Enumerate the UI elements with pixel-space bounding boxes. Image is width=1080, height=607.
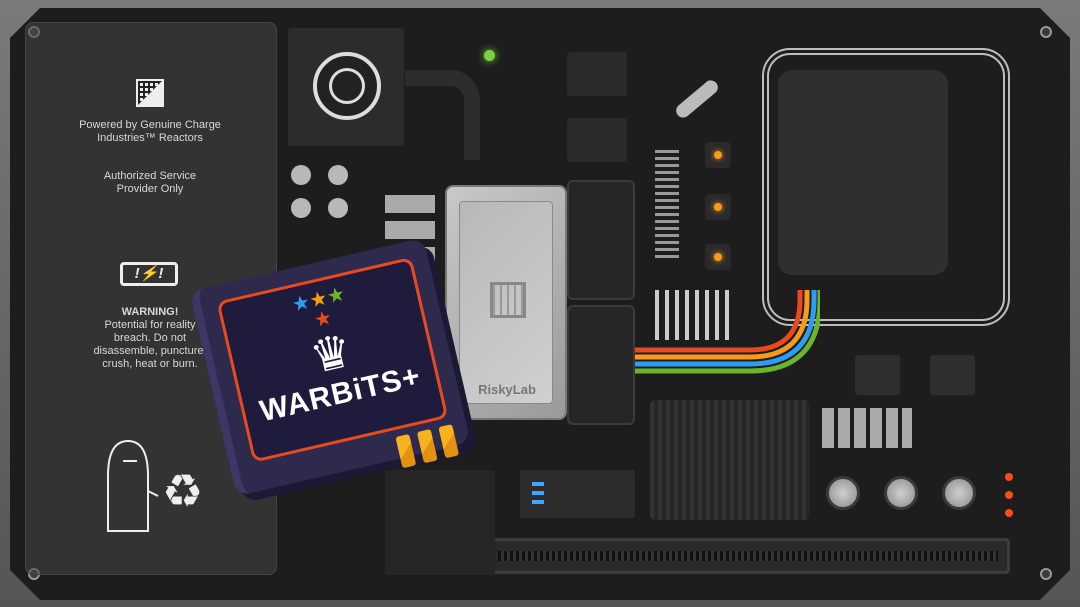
wire: [635, 290, 810, 360]
pad: [328, 198, 348, 218]
battery-warning-icon: !⚡!: [120, 262, 178, 286]
trace-area: [778, 70, 948, 275]
pad: [328, 165, 348, 185]
slot-pins: [498, 551, 998, 561]
chip-grid: [650, 400, 810, 520]
processor-chip: RiskyLab: [445, 185, 567, 420]
warning-title: WARNING!: [121, 306, 179, 318]
orange-led: [714, 151, 722, 159]
memory-module: [567, 180, 635, 300]
knob[interactable]: [884, 476, 918, 510]
pin-header: [655, 150, 679, 260]
screw-icon: [1040, 568, 1052, 580]
orange-led: [714, 253, 722, 261]
screw-icon: [1040, 26, 1052, 38]
red-led: [1005, 491, 1013, 499]
knob[interactable]: [826, 476, 860, 510]
pad: [291, 198, 311, 218]
led-housing: [705, 142, 731, 168]
memory-module: [567, 305, 635, 425]
orange-led: [714, 203, 722, 211]
led-housing: [705, 194, 731, 220]
red-led: [1005, 509, 1013, 517]
pin-header: [655, 290, 735, 340]
red-led: [1005, 473, 1013, 481]
blue-led: [532, 482, 544, 508]
rainbow-wires: [635, 290, 820, 374]
led-housing: [705, 244, 731, 270]
chip-face: RiskyLab: [459, 201, 553, 404]
recycle-icon: ♻: [162, 465, 204, 517]
component: [567, 52, 627, 96]
green-led: [484, 50, 495, 61]
wire: [635, 290, 817, 367]
riskylab-logo-icon: [490, 282, 526, 318]
button: [930, 355, 975, 395]
cartridge-label: ★★★★ ♛ WARBiTS+: [216, 256, 449, 463]
circuit-trace: [762, 48, 1010, 326]
power-button[interactable]: [313, 52, 381, 120]
component: [385, 470, 495, 575]
ninja-mascot-icon: [107, 439, 159, 532]
button: [855, 355, 900, 395]
power-icon: [329, 68, 365, 104]
chip-brand-label: RiskyLab: [478, 382, 536, 397]
service-text: Authorized Service Provider Only: [103, 170, 197, 195]
ribbon-cable: [405, 70, 480, 160]
pad: [291, 165, 311, 185]
knob[interactable]: [942, 476, 976, 510]
component: [567, 118, 627, 162]
powered-by-text: Powered by Genuine Charge Industries™ Re…: [79, 119, 221, 144]
charge-industries-logo-icon: [136, 79, 164, 107]
pad-array: [822, 408, 912, 448]
wire: [635, 290, 803, 353]
expansion-slot: [485, 538, 1010, 574]
component: [520, 470, 635, 518]
warning-text: Potential for reality breach. Do not dis…: [93, 319, 207, 370]
wire: [635, 290, 820, 374]
